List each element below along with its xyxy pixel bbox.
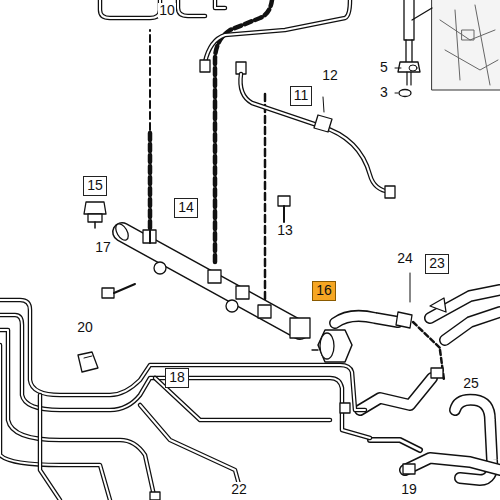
bolt bbox=[102, 284, 135, 298]
injector bbox=[395, 0, 432, 97]
callout-number: 10 bbox=[158, 3, 176, 18]
return-hoses bbox=[335, 273, 500, 480]
bolt bbox=[278, 196, 290, 222]
callout-number: 20 bbox=[76, 320, 94, 335]
callout-number: 16 bbox=[316, 283, 332, 298]
injector-pipes bbox=[100, 0, 350, 310]
callout-number: 17 bbox=[94, 240, 112, 255]
callout-number: 3 bbox=[379, 85, 389, 100]
callout-number: 12 bbox=[321, 68, 339, 83]
callout-number: 14 bbox=[178, 200, 194, 215]
callout-number: 22 bbox=[230, 482, 248, 497]
callout-box: 23 bbox=[425, 254, 449, 273]
callout-number: 5 bbox=[379, 60, 389, 75]
pipe-11 bbox=[240, 74, 395, 198]
inset-sketch bbox=[440, 5, 498, 85]
inset-frame bbox=[432, 0, 500, 90]
callout-number: 25 bbox=[462, 376, 480, 391]
callout-number: 23 bbox=[429, 256, 445, 271]
fuel-lines bbox=[0, 300, 370, 500]
fuel-rail bbox=[113, 222, 310, 338]
callout-box: 11 bbox=[290, 86, 313, 105]
callout-number: 11 bbox=[294, 88, 309, 103]
pressure-sensor bbox=[84, 202, 106, 228]
clip bbox=[78, 352, 98, 372]
callout-box: 15 bbox=[83, 176, 107, 195]
callout-number: 19 bbox=[400, 482, 418, 497]
callout-number: 18 bbox=[169, 370, 185, 385]
callout-number: 24 bbox=[396, 251, 414, 266]
callout-box: 16 bbox=[312, 281, 336, 300]
callout-number: 15 bbox=[87, 178, 103, 193]
pressure-valve bbox=[312, 330, 352, 362]
callout-box: 14 bbox=[174, 198, 198, 217]
callout-box: 18 bbox=[165, 368, 189, 387]
callout-number: 13 bbox=[276, 223, 294, 238]
